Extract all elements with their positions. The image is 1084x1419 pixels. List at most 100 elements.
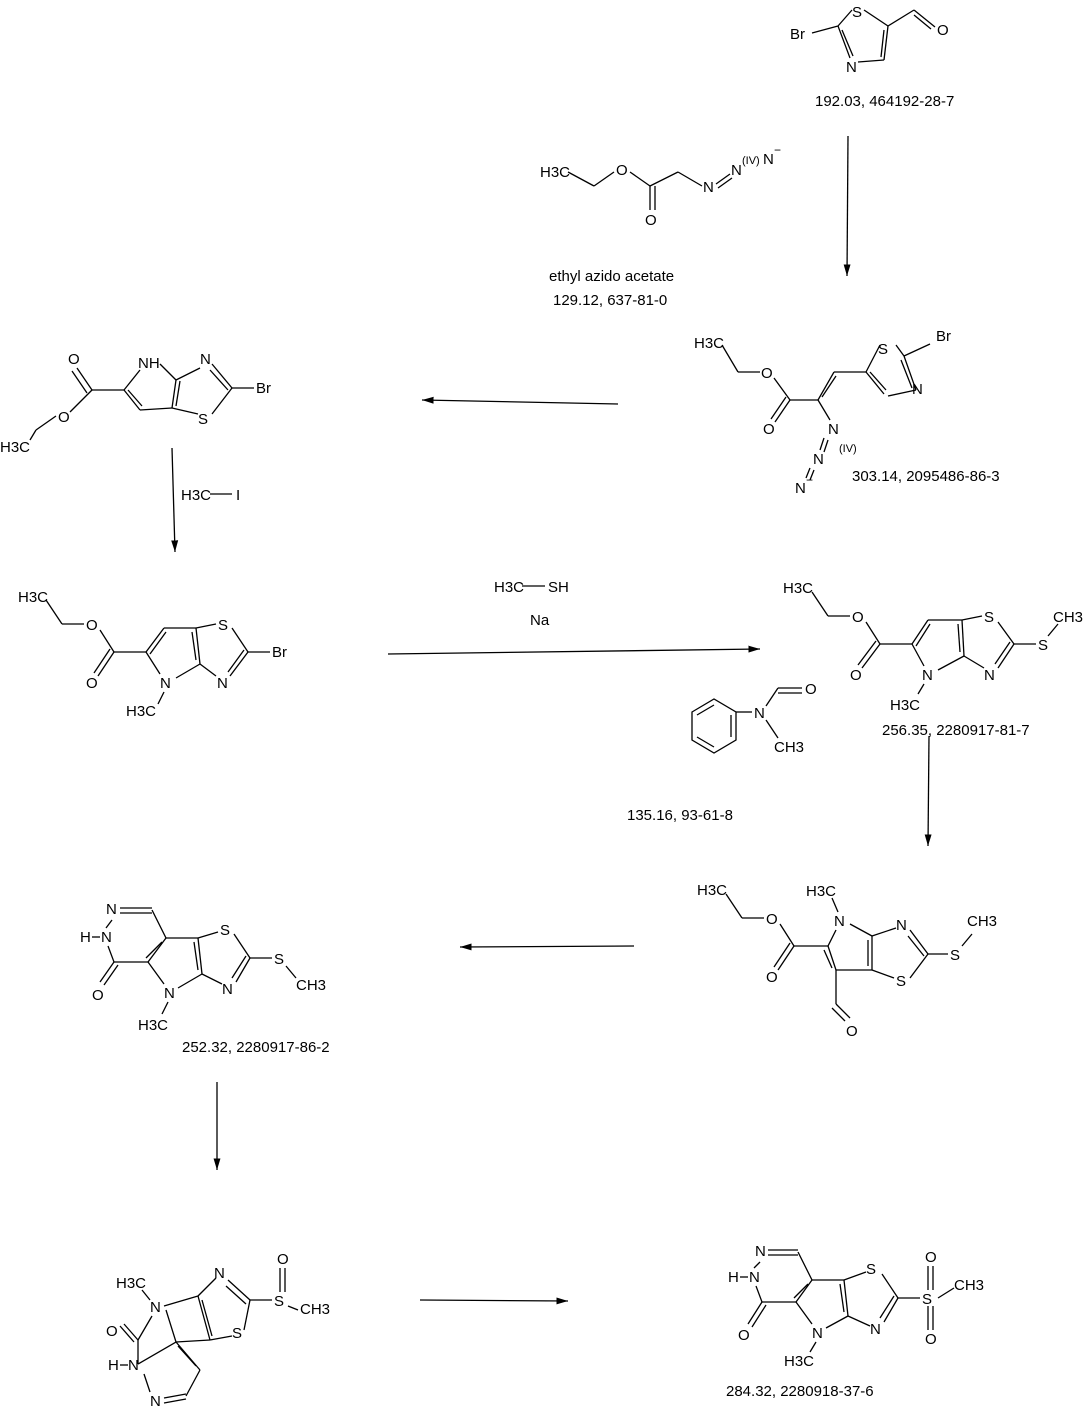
reagent-h3c: H3C: [181, 487, 211, 504]
atom-n3: N: [150, 1393, 161, 1410]
compound-name: ethyl azido acetate: [549, 268, 674, 285]
atom-o1: O: [616, 162, 628, 179]
atom-n1: N: [106, 901, 117, 918]
atom-n2: N: [217, 675, 228, 692]
atom-o2: O: [763, 421, 775, 438]
atom-o1: O: [68, 351, 80, 368]
atom-cho-o: O: [846, 1023, 858, 1040]
compound-n-methylformanilide: N O CH3 135.16, 93-61-8: [627, 681, 817, 824]
atom-n2: N: [731, 162, 742, 179]
atom-s: S: [896, 973, 906, 990]
compound-label: 256.35, 2280917-81-7: [882, 722, 1030, 739]
atom-n-methyl: H3C: [116, 1275, 146, 1292]
atom-h3c: H3C: [694, 335, 724, 352]
atom-s: S: [984, 609, 994, 626]
atom-o: O: [92, 987, 104, 1004]
arrow-step1: [843, 135, 851, 277]
atom-br: Br: [256, 380, 271, 397]
atom-n: N: [200, 351, 211, 368]
compound-sulfone: N H N O N H3C S N S O O: [726, 1243, 984, 1400]
atom-s2: S: [274, 1293, 284, 1310]
atom-o2: O: [86, 675, 98, 692]
compound-n-methyl-bromide: H3C O O N H3C S N Br: [18, 589, 287, 720]
atom-n: N: [754, 705, 765, 722]
atom-o-sulfoxide: O: [277, 1251, 289, 1268]
atom-s: S: [218, 617, 228, 634]
atom-n: N: [150, 1299, 161, 1316]
compound-bromothiazole-aldehyde: Br S N O 192.03, 464192-28-7: [790, 4, 954, 110]
atom-s2: S: [950, 947, 960, 964]
compound-nh-pyrrolothiazole: O O H3C NH N S Br: [0, 351, 271, 456]
reagent-na: Na: [530, 612, 550, 629]
compound-vinyl-azide: H3C O O S N Br N (IV) N N − 303.14, 2095…: [694, 328, 1000, 497]
compound-sulfoxide: H3C N O H N N N S S O CH3: [106, 1251, 330, 1410]
reagent-i: I: [236, 487, 240, 504]
atom-n3: N: [164, 985, 175, 1002]
atom-n-methyl: H3C: [806, 883, 836, 900]
atom-n3: N: [812, 1325, 823, 1342]
arrow-step2: [421, 396, 619, 405]
atom-n-methyl: H3C: [784, 1353, 814, 1370]
atom-ch3: CH3: [954, 1277, 984, 1294]
atom-n-b: N: [813, 451, 824, 468]
atom-ch3: CH3: [774, 739, 804, 756]
atom-n-a: N: [828, 421, 839, 438]
atom-s2: S: [1038, 637, 1048, 654]
atom-n: N: [834, 913, 845, 930]
atom-n3: N: [763, 151, 774, 168]
atom-nh: NH: [138, 355, 160, 372]
atom-o: O: [738, 1327, 750, 1344]
atom-h3c: H3C: [697, 882, 727, 899]
compound-pyridazinone-sme: N H N O N H3C S N S CH3 252.32, 2280917-: [80, 901, 330, 1056]
atom-n2: N: [128, 1357, 139, 1374]
charge-iv: (IV): [839, 443, 857, 455]
atom-o2: O: [925, 1331, 937, 1348]
arrow-step4: [387, 645, 761, 655]
reagent-methyl-iodide: H3C I: [181, 487, 240, 504]
atom-n2: N: [101, 929, 112, 946]
atom-o1: O: [925, 1249, 937, 1266]
atom-h3c: H3C: [540, 164, 570, 181]
arrow-step6: [459, 943, 635, 951]
charge-iv: (IV): [742, 155, 760, 167]
atom-s: S: [878, 341, 888, 358]
atom-br: Br: [272, 644, 287, 661]
atom-n4: N: [222, 981, 233, 998]
atom-o2: O: [58, 409, 70, 426]
compound-label: 252.32, 2280917-86-2: [182, 1039, 330, 1056]
atom-n1: N: [703, 179, 714, 196]
atom-s: S: [220, 922, 230, 939]
atom-s: S: [198, 411, 208, 428]
atom-n-methyl: H3C: [138, 1017, 168, 1034]
atom-h3c: H3C: [0, 439, 30, 456]
compound-label: 303.14, 2095486-86-3: [852, 468, 1000, 485]
atom-o2: O: [766, 969, 778, 986]
reagent-h3c: H3C: [494, 579, 524, 596]
atom-s: S: [866, 1261, 876, 1278]
atom-n-methyl: H3C: [890, 697, 920, 714]
compound-label: 129.12, 637-81-0: [553, 292, 667, 309]
atom-n: N: [912, 381, 923, 398]
charge-minus: −: [806, 473, 813, 487]
compound-ethyl-azidoacetate: H3C O O N N (IV) N − ethyl azido acetate…: [540, 143, 781, 309]
reagent-methanethiol: H3C SH Na: [494, 579, 569, 629]
atom-h3c: H3C: [18, 589, 48, 606]
atom-h3c: H3C: [783, 580, 813, 597]
atom-o1: O: [761, 365, 773, 382]
compound-label: 284.32, 2280918-37-6: [726, 1383, 874, 1400]
atom-o2: O: [850, 667, 862, 684]
arrow-step8: [419, 1297, 569, 1305]
atom-n2: N: [749, 1269, 760, 1286]
compound-label: 135.16, 93-61-8: [627, 807, 733, 824]
arrow-step5: [924, 735, 932, 847]
atom-n2: N: [984, 667, 995, 684]
arrow-step3: [171, 447, 179, 553]
atom-n4: N: [214, 1265, 225, 1282]
atom-ch3: CH3: [300, 1301, 330, 1318]
atom-h: H: [108, 1357, 119, 1374]
atom-n: N: [922, 667, 933, 684]
reagent-sh: SH: [548, 579, 569, 596]
atom-ch3: CH3: [1053, 609, 1083, 626]
atom-ch3: CH3: [296, 977, 326, 994]
